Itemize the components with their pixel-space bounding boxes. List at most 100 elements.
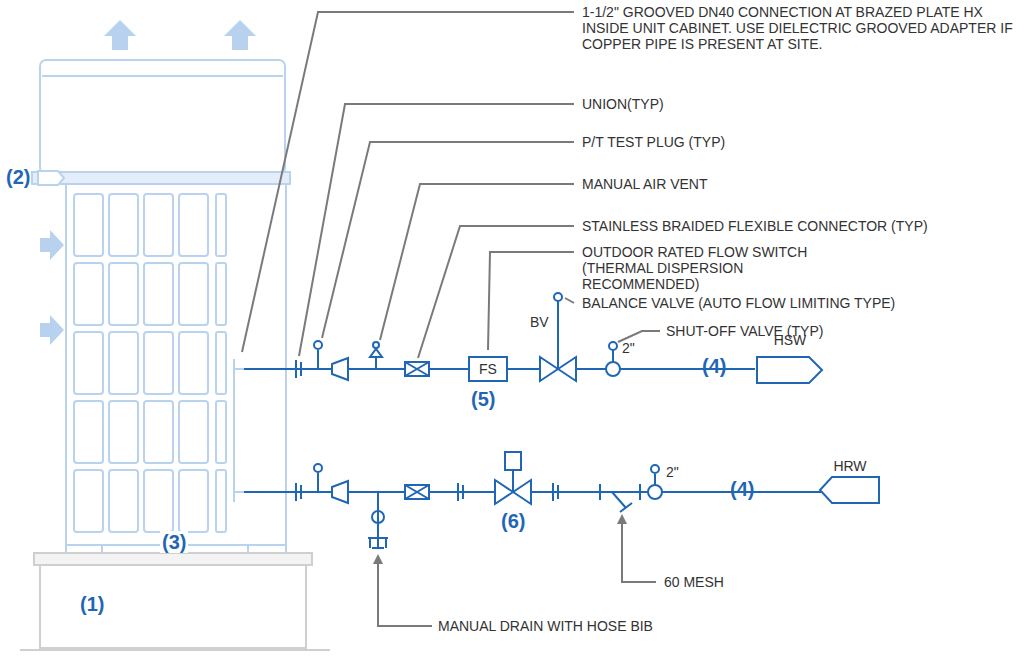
- flow-switch-box: FS: [468, 356, 508, 382]
- leader-arrowhead: [373, 554, 383, 564]
- coil-panel: [109, 332, 138, 394]
- note-text: MANUAL AIR VENT: [582, 176, 708, 192]
- pipe-fitting: [372, 511, 384, 523]
- pipe-fitting: [651, 465, 659, 473]
- callout-number: (5): [471, 388, 495, 410]
- pipe-tag: HSW: [755, 332, 825, 388]
- hx-connection: [233, 379, 235, 482]
- coil-panel: [179, 401, 208, 463]
- callout-number: (1): [80, 593, 104, 615]
- callout-number: (4): [730, 478, 754, 500]
- pipe-fitting: [314, 341, 322, 349]
- valve-symbol: [554, 293, 562, 301]
- valve-tag: BV: [530, 314, 549, 330]
- valve-symbol: [606, 362, 620, 376]
- note-text: STAINLESS BRAIDED FLEXIBLE CONNECTOR (TY…: [582, 218, 928, 234]
- coil-panel: [179, 332, 208, 394]
- pipe-tag-outline: [757, 357, 822, 383]
- pipe-fitting: [405, 485, 429, 499]
- coil-panel: [144, 470, 173, 532]
- coil-panel: [144, 194, 173, 256]
- outdoor-unit: [66, 184, 286, 545]
- outdoor-unit: [248, 545, 286, 553]
- pipe-fitting: [512, 470, 514, 492]
- outdoor-unit: [66, 545, 102, 553]
- node-label: HRW: [818, 458, 882, 474]
- coil-panel: [144, 263, 173, 325]
- note-text: UNION(TYP): [582, 96, 664, 112]
- callout-number: (6): [501, 510, 525, 532]
- pipe-fitting: [405, 485, 429, 499]
- note-text: SHUT-OFF VALVE (TYP): [666, 323, 823, 339]
- pipe-fitting: [457, 483, 459, 501]
- coil-panel: [109, 194, 138, 256]
- pipe-fitting: [599, 484, 601, 500]
- airflow-arrow: [224, 20, 256, 50]
- pipe-tag: HRW: [818, 458, 882, 508]
- coil-panel: [144, 401, 173, 463]
- valve-symbol: [609, 342, 617, 350]
- note-text: P/T TEST PLUG (TYP): [582, 134, 725, 150]
- pipe-fitting: [317, 350, 319, 369]
- coil-panel: [144, 332, 173, 394]
- coil-panel: [216, 401, 226, 463]
- pipe-fitting: [296, 341, 662, 548]
- pipe-fitting: [295, 483, 297, 501]
- unit-base: [40, 565, 306, 648]
- coil-panel: [179, 194, 208, 256]
- pipe-fitting: [612, 492, 632, 512]
- pipe-fitting: [557, 485, 559, 499]
- coil-panel: [74, 470, 103, 532]
- coil-panel: [109, 263, 138, 325]
- unit-base: [34, 553, 312, 565]
- coil-panel: [109, 470, 138, 532]
- callout-number: (3): [160, 531, 188, 553]
- pipe-fitting: [317, 473, 319, 492]
- pipe-tag-outline: [820, 477, 879, 503]
- valve-symbol: [557, 301, 559, 369]
- pipe-fitting: [505, 452, 521, 470]
- leader-line: [322, 142, 574, 338]
- pipe-fitting: [377, 492, 379, 548]
- pipe-fitting: [295, 360, 297, 378]
- coil-panel: [179, 263, 208, 325]
- coil-panel: [109, 401, 138, 463]
- leader-arrowhead: [617, 514, 627, 524]
- coil-panel: [74, 194, 103, 256]
- coil-panel: [216, 263, 226, 325]
- pipe-fitting: [654, 474, 656, 485]
- airflow-arrow: [40, 230, 64, 260]
- hx-connection: [234, 482, 244, 502]
- pipe-fitting: [332, 358, 348, 380]
- note-text: 60 MESH: [664, 574, 724, 590]
- coil-panel: [74, 263, 103, 325]
- unit-base: [20, 649, 330, 651]
- airflow-arrow: [40, 315, 64, 345]
- hx-connection: [234, 359, 244, 379]
- node-label: FS: [479, 361, 497, 377]
- pipe-fitting: [300, 362, 302, 376]
- coil-panel: [216, 332, 226, 394]
- note-text: MANUAL DRAIN WITH HOSE BIB: [438, 618, 653, 634]
- hx-connection: [234, 359, 244, 502]
- coil-panel: [179, 470, 208, 532]
- pipe-size: 2": [666, 464, 679, 480]
- callout-number: (2): [6, 166, 30, 188]
- pipe-fitting: [370, 349, 382, 357]
- coil-panel: [216, 194, 226, 256]
- coil-panel: [74, 332, 103, 394]
- unit-base: [20, 553, 330, 650]
- pipe-fitting: [300, 485, 302, 499]
- callout-number: (4): [702, 355, 726, 377]
- valve-symbol: [612, 350, 614, 362]
- coil-panel: [216, 470, 226, 532]
- outdoor-unit: [32, 172, 290, 184]
- coil-panel: [74, 194, 226, 532]
- airflow-arrow: [104, 20, 136, 50]
- pipe-fitting: [314, 464, 322, 472]
- note-text: BALANCE VALVE (AUTO FLOW LIMITING TYPE): [582, 295, 895, 311]
- pipe-size: 2": [622, 340, 635, 356]
